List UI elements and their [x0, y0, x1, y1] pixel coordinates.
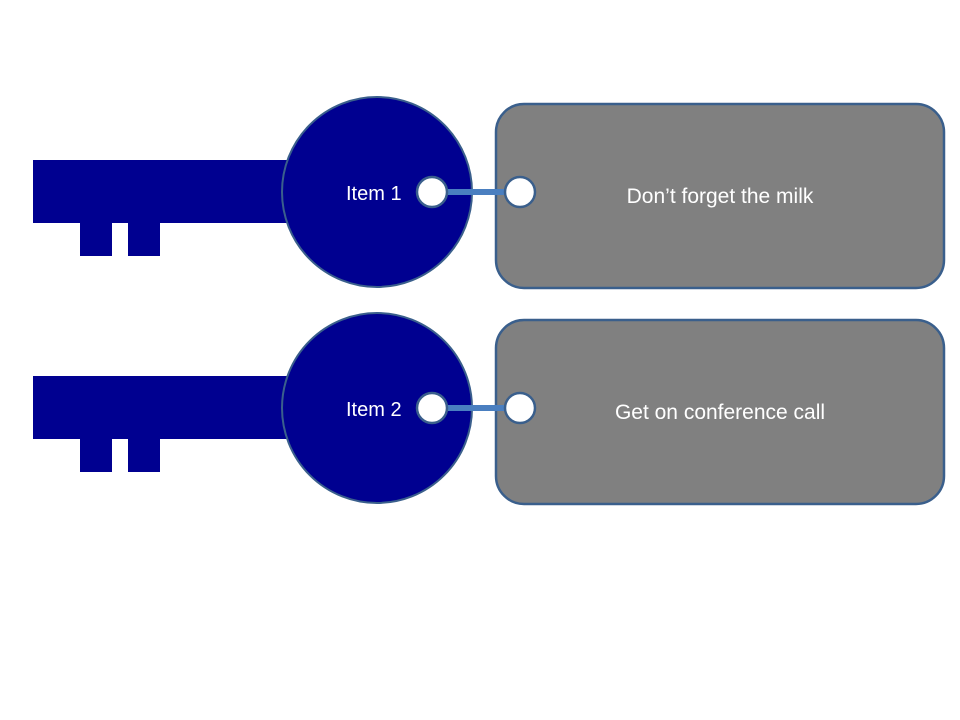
tag-2 [494, 318, 946, 506]
key-row-1: Item 1 Don’t forget the milk [33, 96, 946, 290]
tag-text-2: Get on conference call [615, 401, 825, 424]
key-tooth-2a [80, 438, 112, 472]
key-tooth-1a [80, 222, 112, 256]
key-row-2: Item 2 Get on conference call [33, 312, 946, 506]
key-tooth-2b [128, 438, 160, 472]
key-shaft-2 [33, 376, 295, 439]
key-hole-2 [415, 391, 449, 425]
tag-1 [494, 102, 946, 290]
tag-text-1: Don’t forget the milk [627, 185, 814, 208]
tag-hole-1 [503, 175, 537, 209]
key-shaft-1 [33, 160, 295, 223]
key-label-2: Item 2 [346, 399, 402, 421]
tag-hole-2 [503, 391, 537, 425]
key-tooth-1b [128, 222, 160, 256]
key-label-1: Item 1 [346, 183, 402, 205]
key-hole-1 [415, 175, 449, 209]
